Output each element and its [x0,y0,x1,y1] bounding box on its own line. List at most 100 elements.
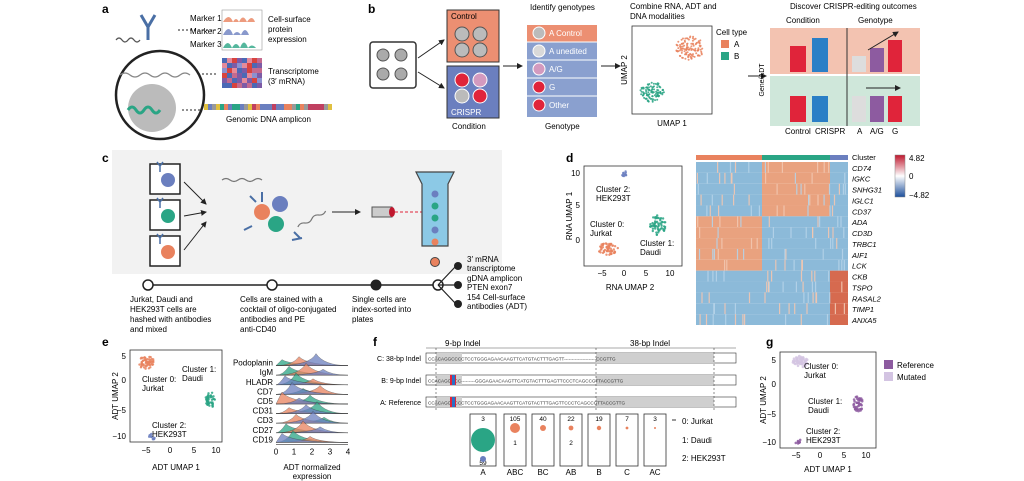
cluster-bar-2 [830,155,848,160]
step-text: Jurkat, Daudi and [130,295,193,304]
heat-noise [717,227,719,239]
heatmap-cell [257,58,262,63]
heatmap-cell [242,58,247,63]
y-tick: 10 [571,169,580,178]
count-jurkat: 40 [539,416,547,423]
heat-noise [843,303,845,315]
umap-point-b [651,95,654,98]
legend-item: 0: Jurkat [682,417,713,426]
adt-point-jurkat [152,360,155,364]
heatmap-cell [247,58,252,63]
adt-point-jurkat [144,367,147,370]
mut-point-jurkat [798,360,802,364]
step-text: cocktail of oligo-conjugated [240,305,337,314]
marker-1-label: Marker 1 [190,14,222,23]
adt-umap-points [138,355,216,441]
ridge-tick: 2 [310,447,315,456]
heat-noise [837,216,839,228]
plate-icon [369,41,417,89]
heat-block [762,248,830,260]
heat-block [696,194,762,206]
indel-region [596,353,714,363]
rna-point-daudi [651,227,655,230]
gene-label: RASAL2 [852,294,882,303]
ridge-density [275,397,349,405]
heat-block [762,227,830,239]
heat-noise [768,216,770,228]
heat-block [696,292,762,304]
g-ylabel: ADT UMAP 2 [759,376,768,424]
umap-point-a [692,53,694,56]
genotype-label: Genotype [545,122,580,131]
umap-point-b [656,86,659,89]
transcriptome-heatmap [222,58,262,88]
umap-point-b [662,89,665,92]
umap-point-a [696,49,699,52]
rna-point-daudi [662,229,666,232]
bubble-daudi [471,428,495,452]
heat-noise [743,248,745,260]
rna-point-jurkat [605,250,609,253]
umap-point-b [653,94,656,97]
umap-point-b [658,85,661,88]
heat-noise [764,162,766,173]
heat-noise [802,281,804,293]
adt-point-daudi [210,395,213,399]
umap-point-a [680,51,683,54]
adt-point-daudi [211,402,214,406]
indel-region [436,375,462,385]
antibody-icon [139,14,157,40]
g-cluster2-2: HEK293T [806,436,841,445]
ridge-xlabel-1: ADT normalized [283,463,340,472]
heatmap-cell [232,63,237,68]
adt-point-daudi [207,402,211,405]
umap-point-b [647,94,650,97]
d-cluster0-2: Jurkat [590,229,613,238]
heat-noise [844,183,846,195]
sequence-track [425,396,737,408]
umap-point-b [659,92,662,95]
heat-noise [698,248,701,260]
heat-noise [823,194,825,206]
mut-point-daudi [852,405,856,409]
adt-ridge-plot: PodoplaninIgMHLADRCD7CD5CD31CD3CD27CD190… [233,353,351,456]
heat-noise [800,314,802,325]
indel-region [596,397,714,407]
rna-point-daudi [654,224,658,228]
heat-noise [833,194,836,206]
count-box [587,413,611,467]
rna-umap-points [598,170,667,256]
heat-block [830,303,848,315]
ridge-density [275,410,349,424]
dna-base [228,104,232,110]
heat-noise [729,162,732,173]
dna-amplicon-strip [204,104,332,110]
heat-noise [697,183,699,195]
umap-point-a [676,50,679,53]
ridge-label: CD27 [253,426,274,435]
umap-point-a [677,40,680,43]
panel-b: b Control CRISPR Condition Identify geno… [368,2,920,136]
ridge-label: CD31 [253,407,274,416]
surface-label-1: Cell-surface [268,15,311,24]
heat-block [762,259,830,271]
umap-point-b [648,86,650,89]
legend-mutated-swatch [884,372,893,381]
adt-point-jurkat [149,355,152,359]
heatmap-cell [237,83,242,88]
dna-base [268,104,272,110]
heat-noise [724,172,726,184]
heatmap-cell [257,68,262,73]
heat-noise [733,183,735,195]
dna-base [312,104,316,110]
ridge-density [275,426,349,433]
bubble-jurkat [596,425,602,431]
umap-point-a [693,55,696,58]
heat-noise [831,205,834,217]
y-tick: −10 [762,438,776,447]
heat-noise [768,281,770,293]
heat-noise [826,314,829,325]
heat-block [762,205,830,217]
bubble-jurkat [510,423,520,433]
